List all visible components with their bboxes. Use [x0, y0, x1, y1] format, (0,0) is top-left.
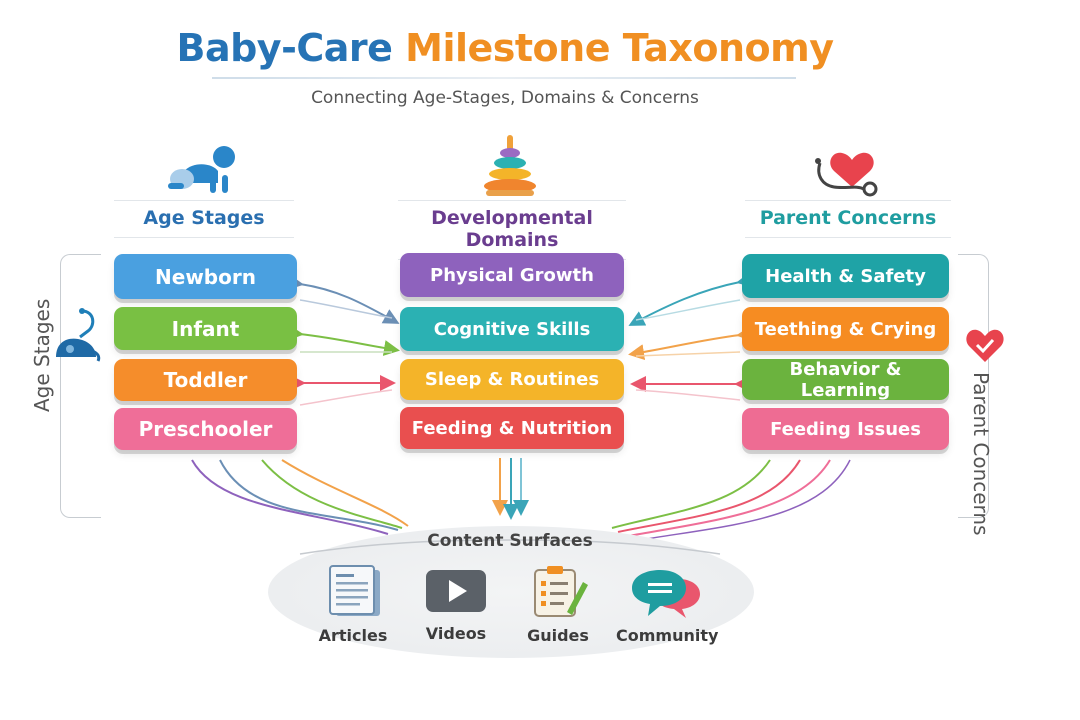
domain-physical-growth[interactable]: Physical Growth — [400, 253, 624, 297]
concern-behavior-learning[interactable]: Behavior & Learning — [742, 359, 949, 401]
surface-community[interactable]: Community — [616, 566, 719, 645]
parent-concerns-side-label: Parent Concerns — [969, 372, 993, 536]
surface-guides[interactable]: Guides — [508, 566, 608, 645]
article-icon — [329, 565, 380, 616]
content-surfaces-divider — [299, 539, 721, 555]
stacking-rings-icon — [484, 135, 536, 196]
title-divider — [212, 77, 796, 79]
age-stage-infant[interactable]: Infant — [114, 307, 297, 350]
content-surfaces-title: Content Surfaces — [427, 531, 593, 551]
surface-videos-label: Videos — [425, 624, 487, 643]
crawling-baby-icon — [168, 146, 235, 193]
concern-feeding-issues[interactable]: Feeding Issues — [742, 408, 949, 450]
domain-feeding-nutrition[interactable]: Feeding & Nutrition — [400, 407, 624, 449]
parent-concerns-heading: Parent Concerns — [745, 200, 951, 238]
surface-guides-label: Guides — [527, 626, 589, 645]
age-stages-side-label: Age Stages — [30, 298, 54, 412]
age-stage-newborn[interactable]: Newborn — [114, 254, 297, 299]
heart-check-icon — [966, 329, 1004, 362]
age-stage-preschooler[interactable]: Preschooler — [114, 408, 297, 450]
page-title: Baby-Care Milestone Taxonomy — [0, 26, 1010, 70]
video-play-icon — [426, 570, 486, 612]
domain-sleep-routines[interactable]: Sleep & Routines — [400, 359, 624, 400]
surface-articles[interactable]: Articles — [303, 565, 403, 645]
age-stages-bracket — [60, 254, 101, 518]
heart-stethoscope-icon — [815, 152, 878, 197]
concern-health-safety[interactable]: Health & Safety — [742, 254, 949, 298]
age-stage-toddler[interactable]: Toddler — [114, 359, 297, 401]
concern-teething-crying[interactable]: Teething & Crying — [742, 307, 949, 351]
developmental-domains-heading: Developmental Domains — [398, 200, 626, 260]
title-part-2: Milestone Taxonomy — [405, 26, 834, 70]
page-subtitle: Connecting Age-Stages, Domains & Concern… — [311, 88, 699, 108]
stethoscope-icon — [56, 308, 101, 362]
domain-cognitive-skills[interactable]: Cognitive Skills — [400, 307, 624, 351]
checklist-icon — [534, 566, 588, 617]
age-stages-heading: Age Stages — [114, 200, 294, 238]
surface-videos[interactable]: Videos — [406, 566, 506, 643]
title-part-1: Baby-Care — [176, 26, 393, 70]
parent-concerns-bracket — [958, 254, 989, 518]
surface-community-label: Community — [616, 626, 719, 645]
surface-articles-label: Articles — [318, 626, 388, 645]
chat-bubbles-icon — [632, 570, 700, 618]
